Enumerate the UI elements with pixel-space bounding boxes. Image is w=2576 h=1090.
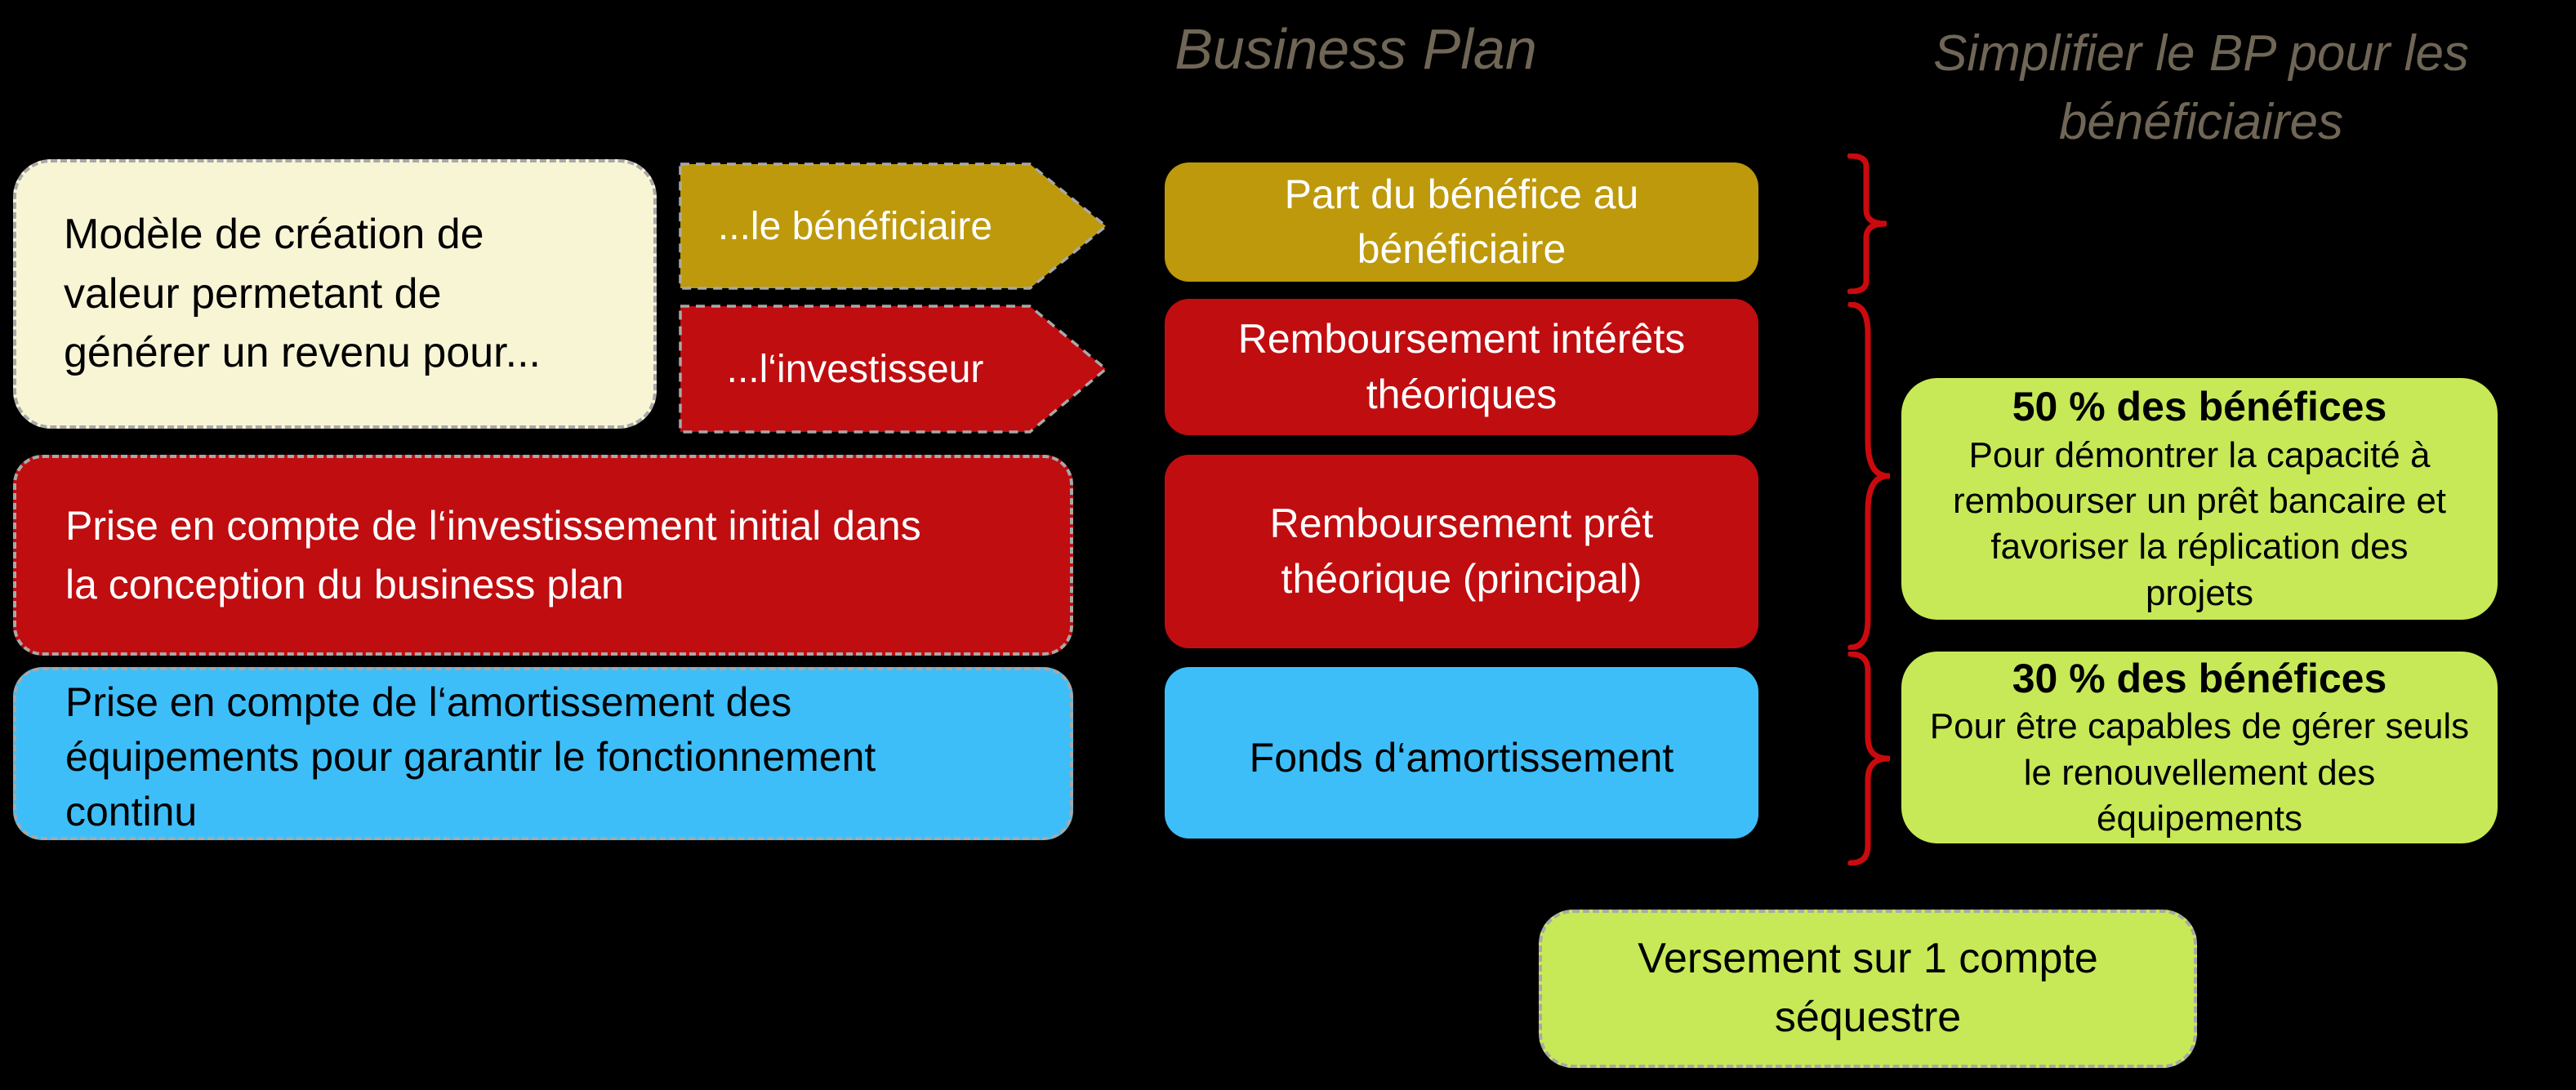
simplify-bp-title: Simplifier le BP pour les bénéficiaires	[1933, 25, 2469, 150]
curly-brace-fund-icon	[1844, 651, 1892, 870]
interest-repayment-box: Remboursement intérêts théoriques	[1165, 299, 1758, 435]
investor-arrow: ...l‘investisseur	[679, 305, 1108, 434]
escrow-account-box: Versement sur 1 compte séquestre	[1539, 910, 2197, 1068]
thirty-percent-body: Pour être capables de gérer seuls le ren…	[1929, 706, 2470, 839]
initial-investment-box: Prise en compte de l‘investissement init…	[13, 455, 1073, 656]
investor-arrow-shape	[679, 305, 1108, 434]
principal-repayment-box: Remboursement prêt théorique (principal)	[1165, 455, 1758, 648]
thirty-percent-heading: 30 % des bénéfices	[2012, 655, 2387, 701]
curly-brace-repayments-icon	[1844, 301, 1892, 654]
fifty-percent-body: Pour démontrer la capacité à rembourser …	[1952, 434, 2447, 613]
beneficiary-arrow-shape	[679, 162, 1108, 290]
profit-share-box: Part du bénéfice au bénéficiaire	[1165, 162, 1758, 282]
thirty-percent-box: 30 % des bénéfices Pour être capables de…	[1901, 652, 2498, 843]
sinking-fund-box: Fonds d‘amortissement	[1165, 667, 1758, 839]
curly-brace-profit-icon	[1844, 153, 1888, 298]
fifty-percent-box: 50 % des bénéfices Pour démontrer la cap…	[1901, 378, 2498, 620]
beneficiary-arrow-label: ...le bénéficiaire	[717, 204, 993, 248]
investor-arrow-label: ...l‘investisseur	[726, 347, 984, 391]
value-model-box: Modèle de création de valeur permetant d…	[13, 159, 657, 429]
amortization-box: Prise en compte de l‘amortissement des é…	[13, 667, 1073, 840]
beneficiary-arrow: ...le bénéficiaire	[679, 162, 1108, 290]
business-plan-title: Business Plan	[1174, 17, 1537, 81]
fifty-percent-heading: 50 % des bénéfices	[2012, 384, 2387, 430]
